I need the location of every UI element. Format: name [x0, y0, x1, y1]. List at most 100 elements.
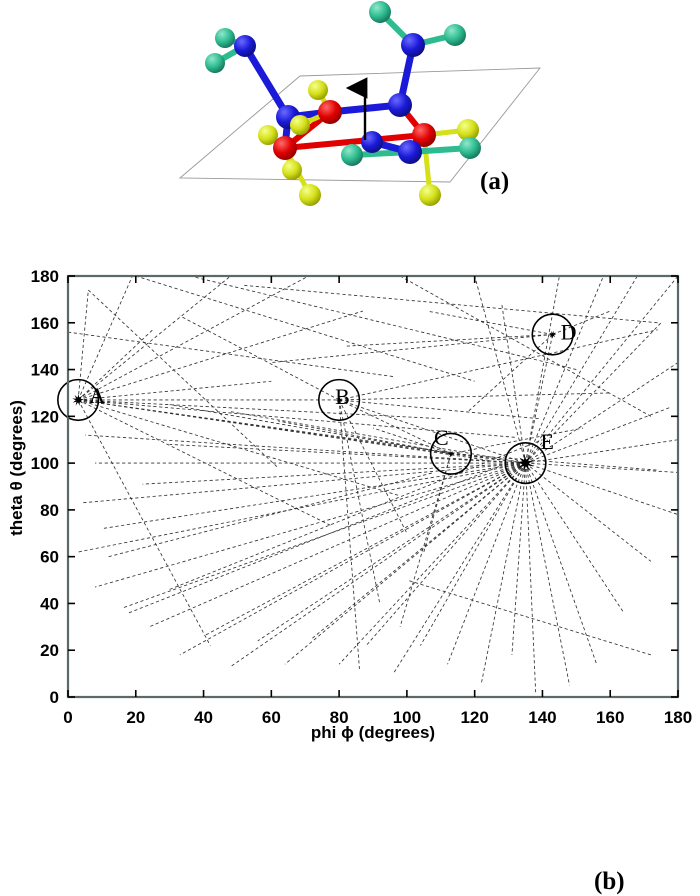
pathway-line: [427, 310, 553, 335]
x-axis-title: phi ϕ (degrees): [311, 723, 435, 742]
atom-red: [273, 136, 297, 160]
y-tick-label: 160: [31, 314, 59, 333]
pathway-line: [467, 334, 553, 412]
x-tick-label: 180: [664, 708, 692, 727]
y-tick-label: 120: [31, 407, 59, 426]
pathway-line: [128, 465, 502, 614]
pathway-line: [339, 399, 540, 420]
pathway-line: [78, 399, 516, 438]
pathway-line: [88, 289, 279, 469]
pathway-line: [77, 276, 309, 401]
cluster-label-A: A: [89, 383, 105, 408]
atom-yellow: [290, 115, 310, 135]
pathway-line: [420, 462, 526, 646]
y-tick-label: 40: [40, 594, 59, 613]
pathway-line: [338, 399, 408, 534]
pathway-line: [338, 399, 360, 669]
pathway-line: [135, 276, 475, 382]
pathway-line: [450, 453, 526, 464]
atom-yellow: [419, 184, 441, 206]
x-tick-label: 0: [63, 708, 72, 727]
panel-a-molecular-model: (a): [0, 0, 700, 240]
pathway-line: [525, 322, 662, 464]
pathway-line: [203, 462, 526, 637]
atom-blue: [388, 93, 412, 117]
pathway-line: [78, 399, 492, 462]
y-tick-label: 60: [40, 548, 59, 567]
y-tick-label: 0: [50, 688, 59, 707]
pathway-line: [481, 463, 526, 684]
pathway-line: [68, 331, 394, 377]
atom-green: [215, 28, 235, 48]
pathway-lines-layer: [68, 276, 678, 693]
x-tick-label: 140: [528, 708, 556, 727]
pathway-line: [101, 462, 526, 530]
x-tick-label: 40: [194, 708, 213, 727]
pathway-line: [339, 392, 611, 401]
pathway-line: [339, 329, 658, 401]
pathway-line: [365, 462, 526, 646]
pathway-line: [169, 439, 543, 590]
pathway-line: [474, 276, 526, 464]
pathway-line: [77, 276, 133, 401]
pathway-line: [284, 462, 526, 665]
pathway-line: [338, 462, 526, 665]
pathway-line: [525, 406, 672, 464]
plot-frame: [66, 274, 680, 699]
pathway-line: [525, 462, 625, 614]
pathway-line: [94, 462, 526, 588]
pathway-line: [77, 289, 89, 401]
pathway-line: [525, 276, 638, 464]
y-axis-title: theta θ (degrees): [7, 400, 26, 536]
atom-yellow: [299, 184, 321, 206]
cluster-arrow-blob-A: [72, 393, 85, 406]
cluster-circle-B: [317, 378, 361, 422]
panel-b-label: (b): [594, 868, 625, 895]
atom-yellow: [282, 160, 302, 180]
cluster-arrow-blob-C: [447, 450, 455, 457]
pathway-line: [338, 399, 526, 464]
y-tick-label: 20: [40, 641, 59, 660]
pathway-line: [552, 310, 611, 335]
pathway-line: [142, 462, 526, 485]
y-tick-label: 100: [31, 454, 59, 473]
pathway-line: [372, 427, 452, 455]
y-tick-label: 140: [31, 361, 59, 380]
pathway-line: [77, 399, 211, 646]
pathway-line: [78, 399, 441, 420]
atom-yellow: [258, 125, 278, 145]
pathway-line: [81, 462, 526, 504]
pathway-line: [525, 463, 537, 693]
pathway-line: [525, 463, 570, 686]
pathway-line: [399, 453, 452, 627]
atom-red: [318, 100, 342, 124]
pathway-line: [525, 276, 560, 464]
pathway-line: [230, 462, 526, 667]
atom-blue: [398, 140, 422, 164]
pathway-line: [122, 462, 526, 609]
cluster-arrow-blob-E: [517, 454, 534, 472]
atom-green: [369, 1, 391, 23]
x-tick-label: 120: [460, 708, 488, 727]
pathway-line: [230, 411, 526, 464]
pathway-line: [501, 304, 526, 464]
pathway-line: [169, 443, 526, 464]
pathway-line: [525, 439, 678, 464]
pathway-line: [525, 362, 678, 464]
atom-yellow: [308, 80, 328, 100]
atom-yellow: [457, 119, 479, 141]
cluster-circle-C: [429, 432, 473, 475]
pathway-line: [108, 472, 435, 558]
pathway-line: [399, 276, 652, 417]
molecular-atoms: [205, 1, 481, 206]
cluster-circle-A: [57, 378, 100, 422]
pathway-line: [179, 462, 526, 656]
x-tick-label: 80: [330, 708, 349, 727]
pathway-line: [450, 427, 584, 455]
pathway-line: [525, 462, 652, 562]
pathway-line: [525, 462, 678, 473]
pathway-line: [78, 399, 452, 455]
